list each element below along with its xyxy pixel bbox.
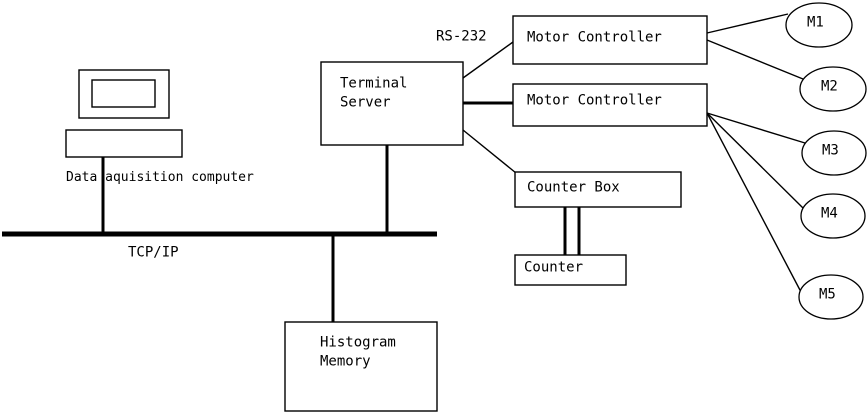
link-terminal-server-to-motor-controller-1 [462, 41, 514, 79]
computer-caption: Data aquisition computer [66, 170, 254, 185]
link-terminal-server-to-counter-box [462, 129, 517, 174]
rs232-label: RS-232 [436, 29, 487, 45]
link-motor-controller-1-to-m1 [706, 13, 789, 34]
motor-m4-ellipse[interactable] [800, 193, 866, 239]
counter-label: Counter [524, 260, 583, 276]
motor-m1-label: M1 [807, 15, 824, 31]
histogram-memory-label-line1: Histogram [320, 335, 396, 351]
motor-m5-ellipse[interactable] [798, 274, 864, 320]
terminal-server-label-line1: Terminal [340, 76, 407, 92]
motor-m1-ellipse[interactable] [785, 2, 853, 48]
motor-controller-1-label: Motor Controller [527, 30, 662, 46]
computer-base[interactable] [65, 129, 183, 158]
counter-box-label: Counter Box [527, 180, 620, 196]
motor-m5-label: M5 [819, 287, 836, 303]
histogram-memory-label-line2: Memory [320, 354, 371, 370]
counter-box-box[interactable] [514, 171, 682, 208]
motor-m2-label: M2 [821, 79, 838, 95]
motor-m4-label: M4 [821, 206, 838, 222]
motor-controller-2-label: Motor Controller [527, 93, 662, 109]
motor-m2-ellipse[interactable] [799, 66, 867, 112]
histogram-memory-box[interactable] [284, 321, 438, 412]
link-motor-controller-2-to-m4 [706, 112, 804, 209]
computer-monitor-screen [91, 79, 156, 108]
motor-m3-label: M3 [822, 143, 839, 159]
tcpip-label: TCP/IP [128, 245, 179, 261]
motor-m3-ellipse[interactable] [801, 130, 867, 176]
link-motor-controller-2-to-m5 [706, 112, 802, 293]
link-motor-controller-1-to-m2 [706, 39, 804, 80]
counter-box-small[interactable] [514, 254, 627, 286]
terminal-server-label-line2: Server [340, 95, 391, 111]
motor-controller-2-box[interactable] [512, 83, 708, 127]
link-motor-controller-2-to-m3 [706, 112, 806, 144]
terminal-server-box[interactable] [320, 61, 464, 146]
